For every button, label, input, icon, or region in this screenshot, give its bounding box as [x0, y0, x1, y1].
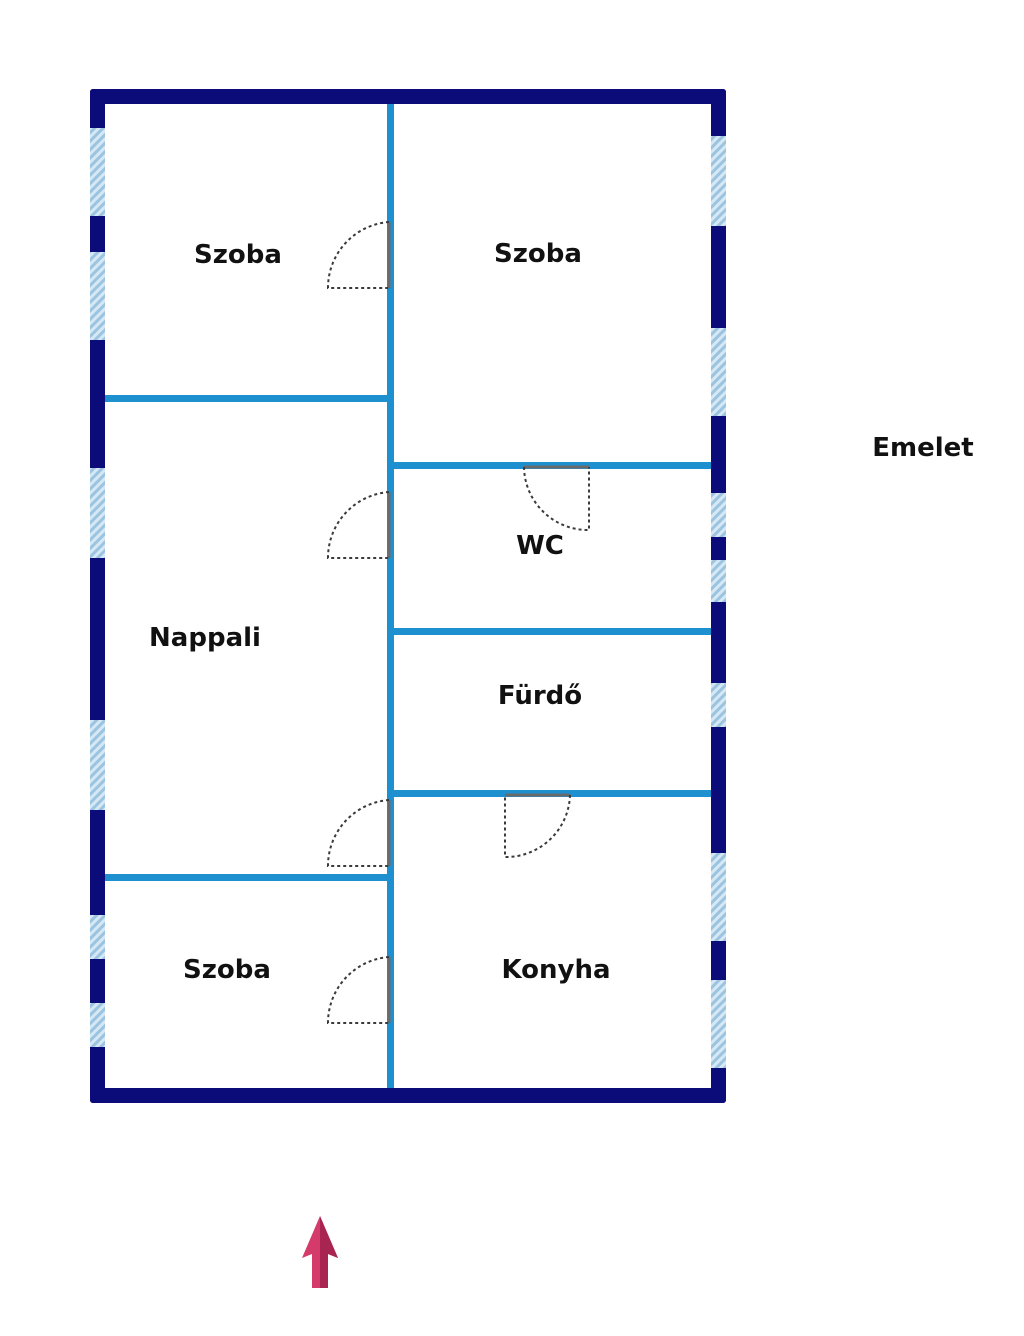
room-label-szoba-top-left: Szoba	[194, 240, 282, 270]
outer-wall-top	[90, 89, 726, 104]
window	[90, 128, 105, 216]
outer-wall-left	[90, 89, 105, 1103]
interior-wall-vertical	[387, 104, 394, 1088]
window	[711, 683, 726, 727]
window	[711, 853, 726, 941]
window	[90, 468, 105, 558]
door	[326, 491, 391, 559]
door	[326, 799, 391, 867]
door	[326, 221, 391, 289]
doors	[326, 221, 590, 1024]
room-label-wc: WC	[516, 531, 564, 561]
door	[523, 465, 590, 532]
windows	[90, 128, 726, 1068]
interior-wall	[394, 628, 711, 635]
room-label-nappali: Nappali	[149, 623, 261, 653]
room-label-furdo: Fürdő	[498, 681, 582, 711]
outer-walls	[90, 89, 726, 1103]
window	[90, 915, 105, 959]
north-arrow-icon	[302, 1216, 338, 1288]
room-label-konyha: Konyha	[501, 955, 610, 985]
room-label-szoba-bottom-left: Szoba	[183, 955, 271, 985]
window	[711, 493, 726, 537]
window	[711, 560, 726, 602]
room-label-szoba-top-right: Szoba	[494, 239, 582, 269]
door	[504, 793, 571, 859]
outer-wall-bottom	[90, 1088, 726, 1103]
window	[90, 252, 105, 340]
window	[711, 980, 726, 1068]
door	[326, 956, 391, 1024]
window	[711, 136, 726, 226]
interior-wall	[105, 395, 387, 402]
floor-label: Emelet	[872, 433, 973, 463]
interior-wall	[105, 874, 387, 881]
window	[90, 1003, 105, 1047]
window	[711, 328, 726, 416]
window	[90, 720, 105, 810]
